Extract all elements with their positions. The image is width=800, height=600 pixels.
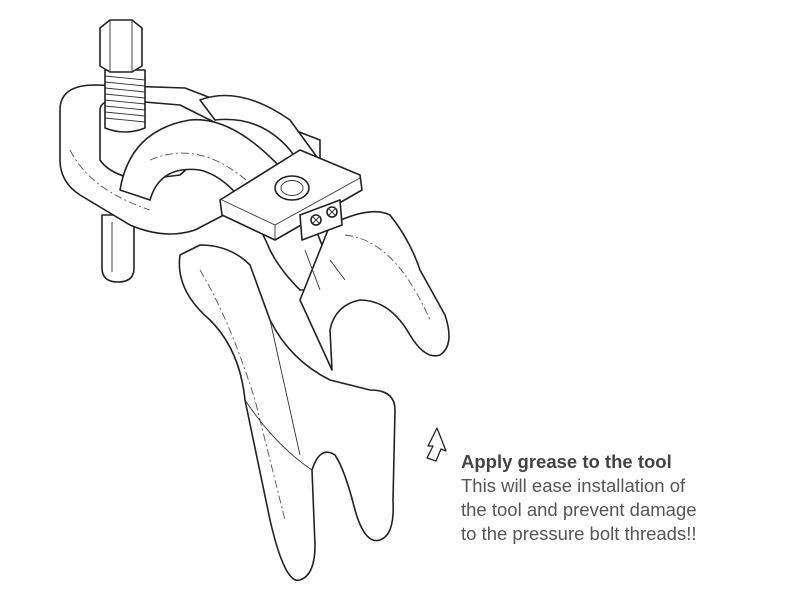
threaded-plate [219, 149, 363, 291]
pressure-bolt [99, 19, 146, 133]
instruction-title: Apply grease to the tool [461, 451, 672, 472]
instruction-line: to the pressure bolt threads!! [461, 523, 697, 544]
fork-rear [299, 210, 450, 371]
outline-up-arrow-icon [426, 427, 447, 462]
bolt-lower-end [101, 214, 135, 283]
fork-front [178, 244, 396, 582]
instruction-line: the tool and prevent damage [461, 499, 697, 520]
grease-instruction: Apply grease to the tool This will ease … [461, 450, 697, 546]
instruction-line: This will ease installation of [461, 475, 686, 496]
